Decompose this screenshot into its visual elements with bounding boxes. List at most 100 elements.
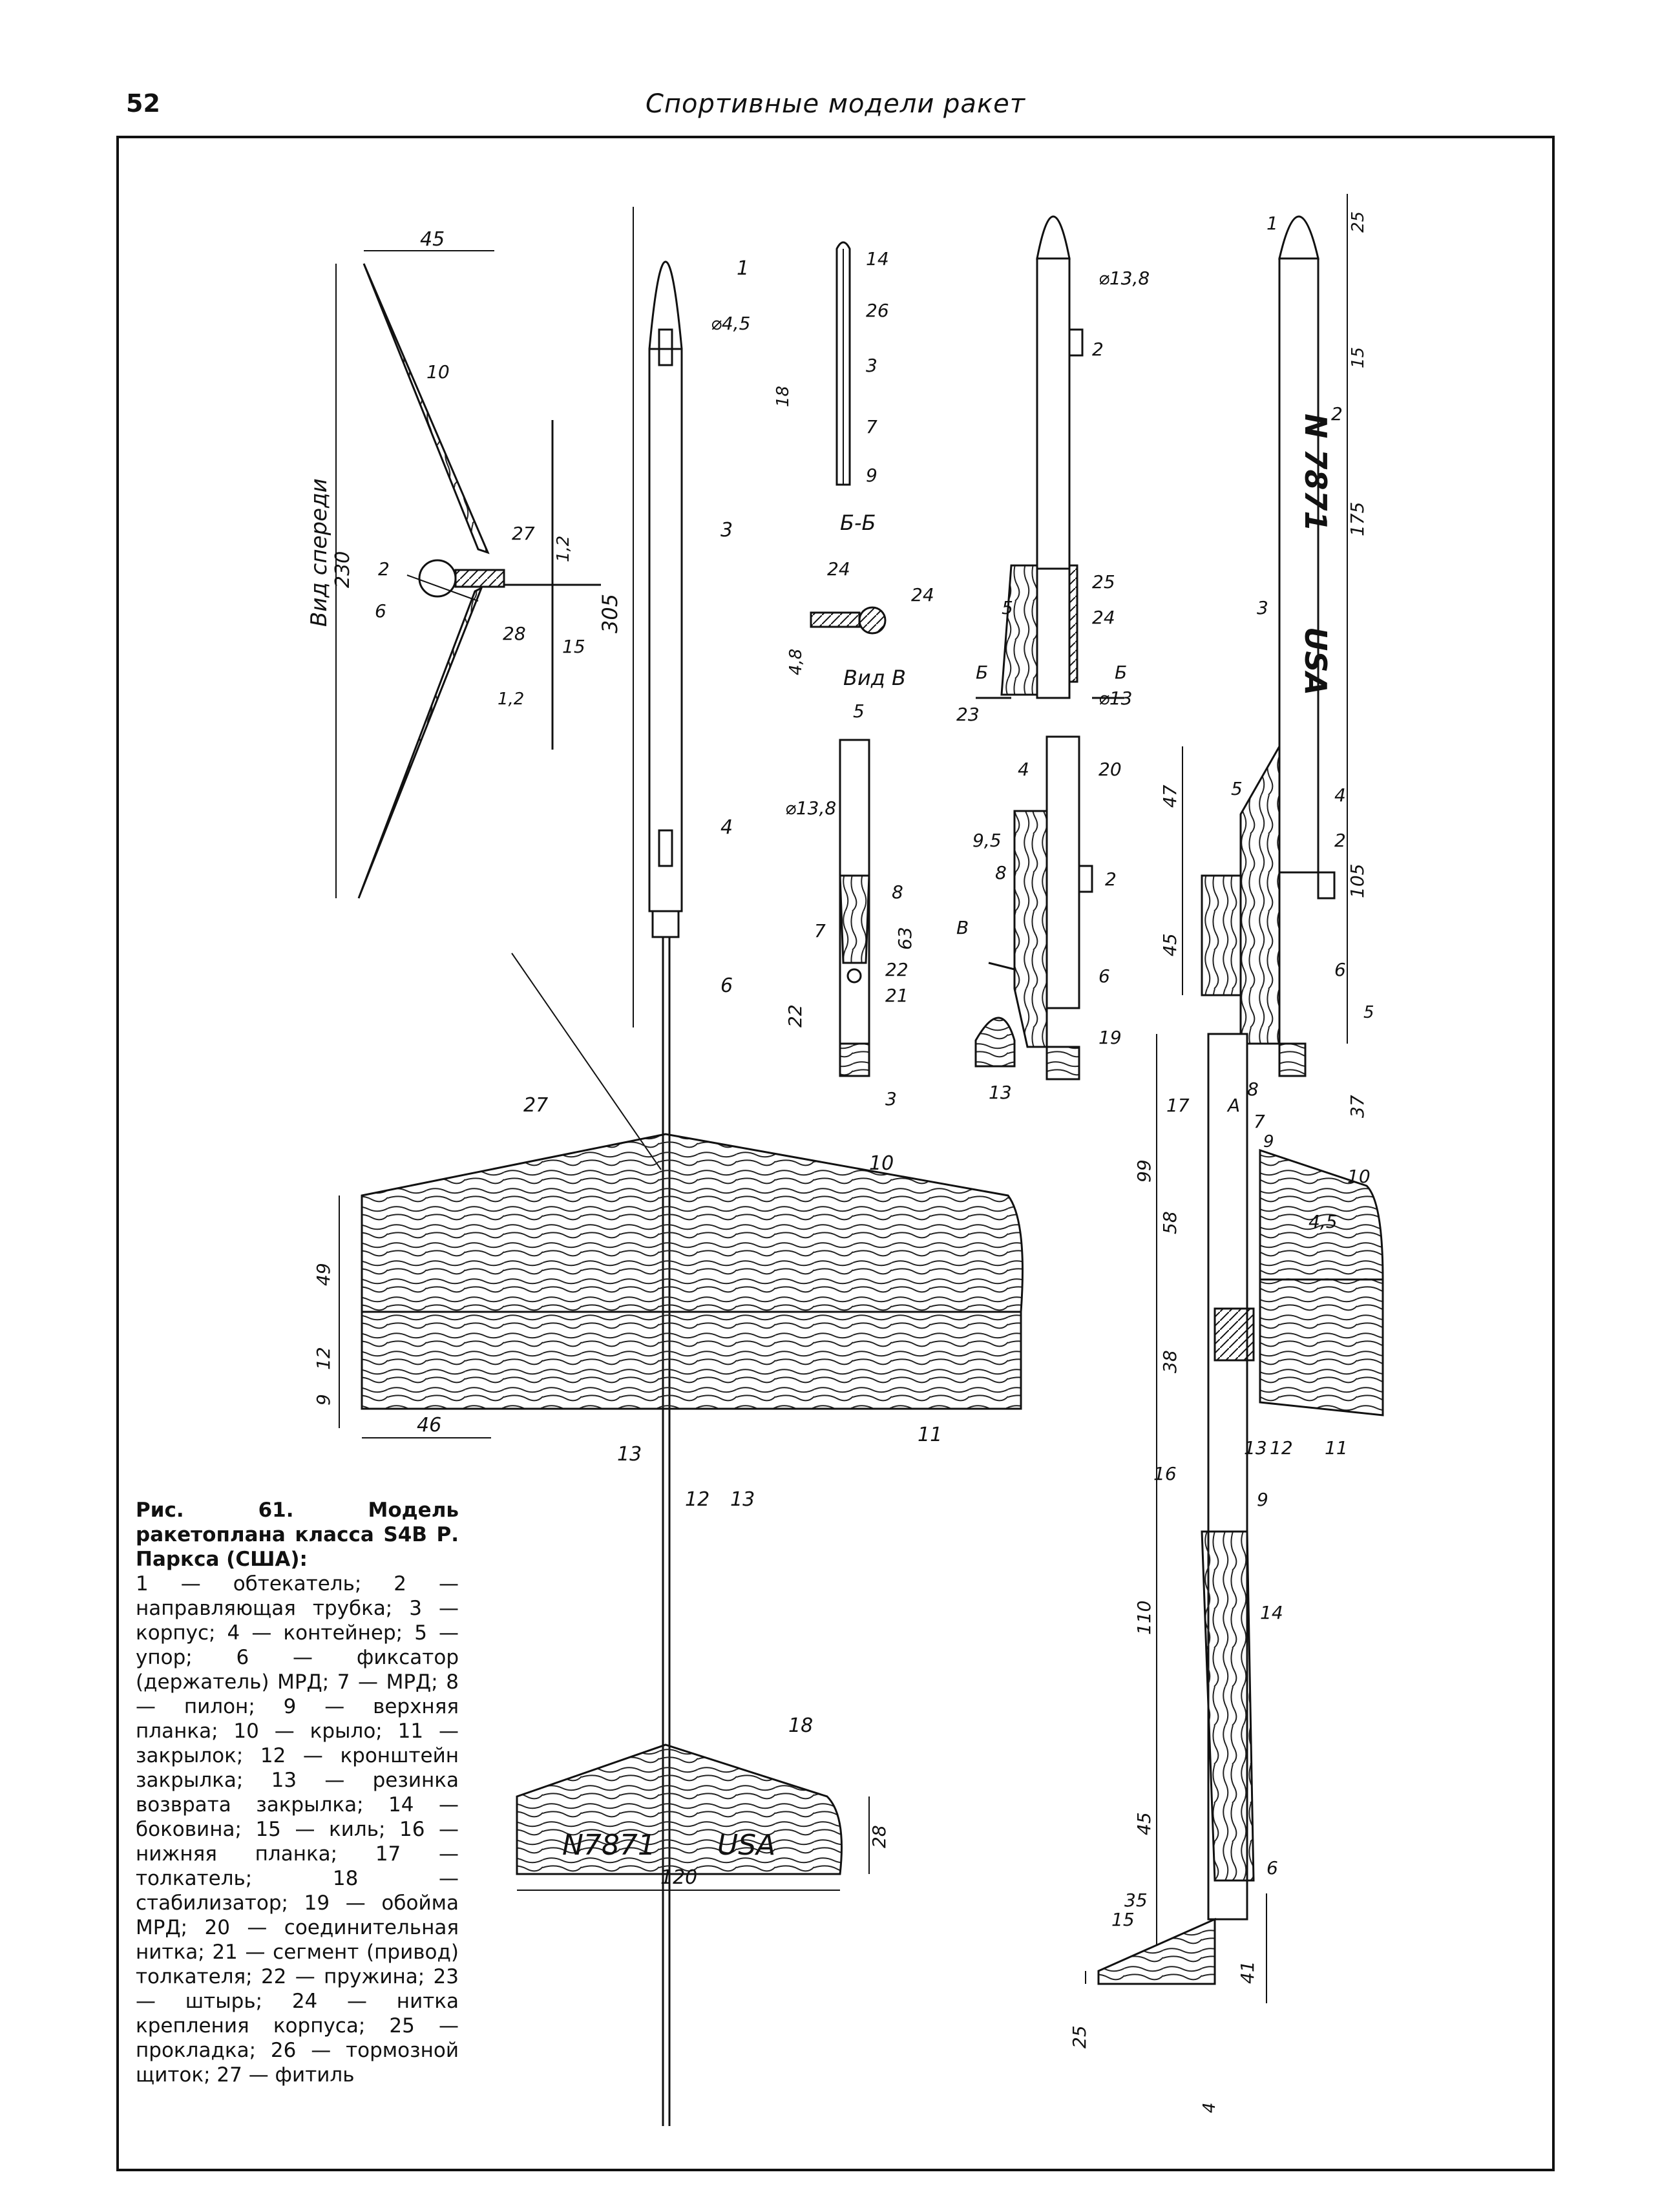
side-label-2b: 2: [1334, 830, 1346, 851]
main-label-6: 6: [720, 974, 733, 997]
front-dim-keel: 1,2: [554, 536, 573, 562]
main-dim-28: 28: [868, 1825, 890, 1848]
side-dim-25b: 25: [1069, 2025, 1090, 2049]
front-label-15: 15: [562, 636, 585, 657]
caption-title: Рис. 61. Модель ракетоплана класса S4B Р…: [136, 1499, 459, 1571]
side-label-5: 5: [1231, 778, 1243, 799]
side-label-1: 1: [1266, 213, 1278, 234]
side-dim-99: 99: [1133, 1159, 1155, 1183]
main-label-4: 4: [720, 816, 733, 839]
brake-detail: [836, 241, 851, 486]
side-label-8: 8: [1247, 1079, 1259, 1100]
side-label-17: 17: [1166, 1095, 1190, 1116]
side-detail-dim-13: ⌀13: [1098, 688, 1133, 709]
side-detail-label-6: 6: [1098, 965, 1110, 987]
side-detail-label-23: 23: [956, 704, 980, 725]
front-label-27: 27: [512, 523, 535, 544]
side-detail-label-b1: Б: [976, 662, 988, 683]
section-bb-dim-24: 24: [827, 558, 850, 580]
side-marking-reg: N 7871: [1298, 414, 1333, 532]
view-v-dim-63: 63: [894, 927, 916, 950]
side-dim-175: 175: [1347, 502, 1368, 536]
side-detail-label-20: 20: [1098, 759, 1122, 780]
section-bb-dim-48: 4,8: [786, 649, 806, 675]
main-dim-9: 9: [313, 1394, 334, 1406]
main-marking-reg: N7871: [562, 1829, 656, 1862]
side-dim-37: 37: [1347, 1095, 1368, 1118]
side-dim-58: 58: [1159, 1211, 1181, 1234]
side-detail-dim-13b: 13: [989, 1082, 1012, 1103]
main-dim-305: 305: [598, 594, 622, 633]
side-detail-dim-diameter: ⌀13,8: [1098, 268, 1150, 289]
figure-frame: [116, 136, 1555, 2171]
side-dim-35: 35: [1124, 1890, 1148, 1911]
side-label-a: А: [1226, 1095, 1240, 1116]
side-dim-105: 105: [1347, 864, 1368, 898]
figure-caption: Рис. 61. Модель ракетоплана класса S4B Р…: [136, 1498, 459, 2087]
side-dim-4: 4: [1200, 2102, 1219, 2113]
view-v-label-22: 22: [885, 959, 909, 980]
side-label-7: 7: [1254, 1111, 1265, 1132]
main-label-13a: 13: [617, 1443, 642, 1466]
front-label-28: 28: [503, 623, 526, 644]
main-dim-120: 120: [660, 1866, 697, 1889]
brake-label-26: 26: [866, 300, 889, 321]
side-label-12: 12: [1270, 1437, 1293, 1459]
view-v-dim-diameter: ⌀13,8: [785, 797, 836, 819]
section-bb-label-24: 24: [911, 584, 934, 606]
technical-drawing: 45 Вид спереди 230 1,2 1,2 10 2 6 27 28 …: [306, 194, 1384, 2126]
side-detail-label-4: 4: [1018, 759, 1029, 780]
side-detail-label-19: 19: [1098, 1027, 1122, 1048]
section-bb-title: Б-Б: [840, 511, 876, 535]
front-view: [335, 250, 601, 899]
view-v-label-21: 21: [885, 985, 909, 1006]
running-title: Спортивные модели ракет: [645, 89, 1026, 119]
side-dim-110: 110: [1133, 1601, 1155, 1635]
side-label-4: 4: [1334, 785, 1346, 806]
main-dim-46: 46: [417, 1414, 441, 1437]
side-detail-label-2b: 2: [1105, 869, 1117, 890]
side-label-3: 3: [1257, 597, 1268, 618]
side-label-16: 16: [1153, 1463, 1177, 1484]
main-label-27: 27: [523, 1094, 548, 1117]
side-label-14: 14: [1260, 1602, 1283, 1623]
front-label-2: 2: [378, 558, 390, 580]
side-label-15: 15: [1111, 1909, 1135, 1930]
front-label-6: 6: [375, 600, 386, 622]
side-detail-label-5: 5: [1002, 597, 1013, 618]
front-label-10: 10: [426, 361, 450, 383]
main-view: [339, 207, 1024, 2126]
front-view-title: Вид спереди: [306, 478, 332, 627]
caption-legend: 1 — обтекатель; 2 — направляющая трубка;…: [136, 1572, 459, 2087]
side-label-2a: 2: [1331, 403, 1343, 425]
side-label-10: 10: [1347, 1166, 1371, 1187]
section-bb: [810, 606, 887, 635]
view-v-dim-3: 3: [885, 1088, 897, 1110]
main-dim-49: 49: [313, 1263, 334, 1286]
side-label-6: 6: [1334, 959, 1346, 980]
view-v-dim-7: 7: [814, 920, 826, 942]
side-dim-45b: 4,5: [1308, 1211, 1338, 1232]
view-v: [839, 739, 870, 1077]
side-marking-usa: USA: [1298, 627, 1333, 695]
brake-label-14: 14: [866, 248, 889, 269]
view-v-label-8: 8: [892, 881, 903, 903]
main-label-12: 12: [685, 1488, 709, 1511]
front-dim-plate: 1,2: [498, 690, 524, 709]
view-v-title: Вид В: [843, 666, 906, 690]
front-dim-width: 45: [420, 228, 445, 251]
main-label-13b: 13: [730, 1488, 755, 1511]
main-label-1: 1: [737, 257, 749, 280]
front-dim-height: 230: [331, 551, 354, 588]
side-dim-25a: 25: [1349, 211, 1368, 233]
side-dim-45a: 45: [1159, 933, 1181, 956]
side-label-13: 13: [1244, 1437, 1267, 1459]
side-label-11: 11: [1325, 1437, 1348, 1459]
side-view: [1085, 194, 1384, 2003]
brake-label-7: 7: [866, 416, 878, 437]
side-detail-label-24: 24: [1092, 607, 1115, 628]
side-dim-45c: 45: [1133, 1812, 1155, 1835]
side-detail: [974, 215, 1124, 1080]
side-detail-label-8: 8: [995, 862, 1007, 883]
main-label-11: 11: [918, 1424, 942, 1446]
